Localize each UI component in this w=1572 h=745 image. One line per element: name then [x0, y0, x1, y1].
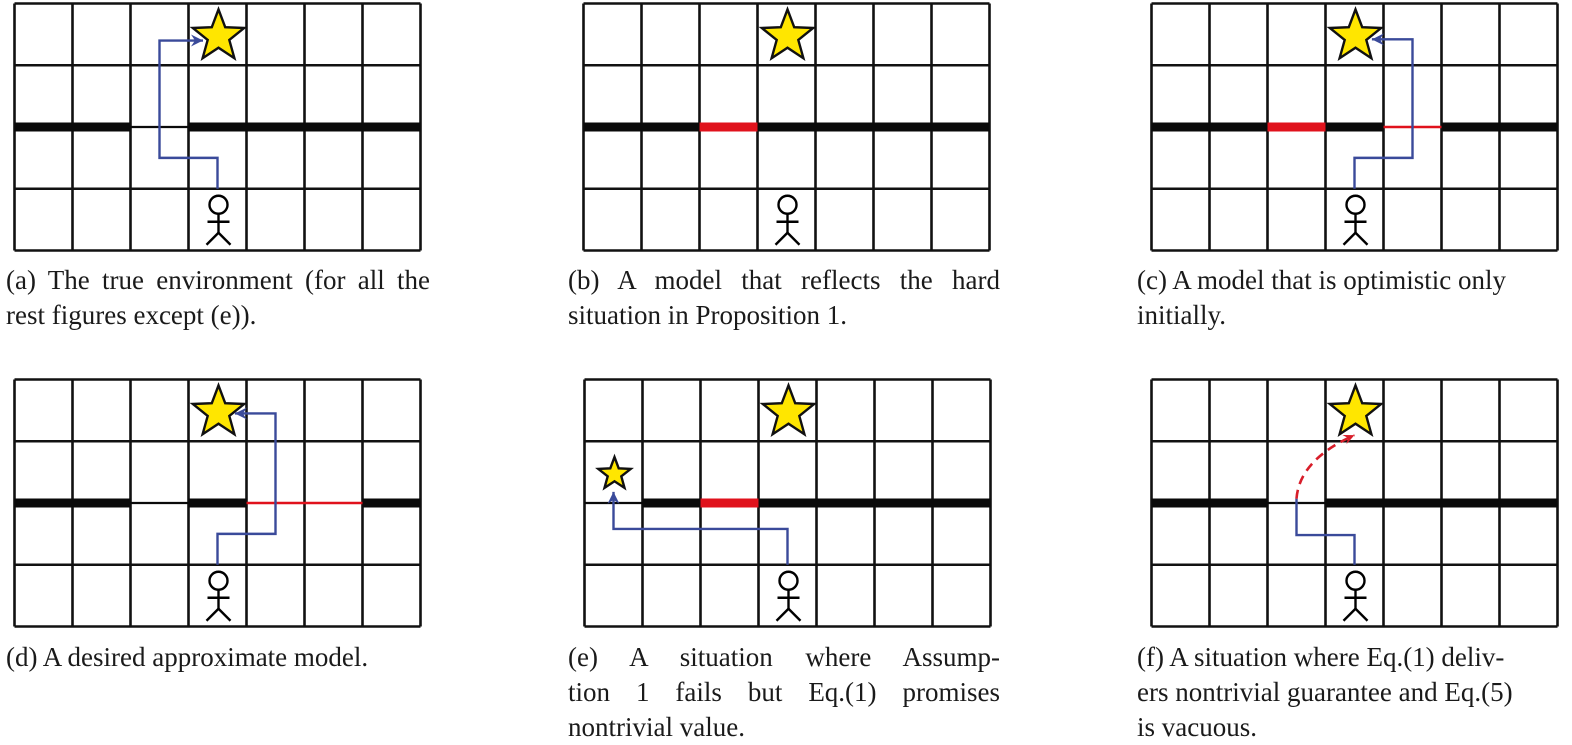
- agent-head: [1345, 570, 1366, 591]
- agent-path: [216, 412, 277, 565]
- gridworld-a: [13, 2, 422, 252]
- goal-star-icon: [759, 381, 818, 437]
- agent-stick-figure-icon: [775, 570, 802, 622]
- caption-e-line-3: nontrivial value.: [568, 712, 745, 742]
- gridworld-b: [582, 2, 991, 252]
- hypothetical-arrowhead-icon: [1342, 435, 1355, 445]
- agent-path: [158, 39, 219, 189]
- caption-f-line-3: is vacuous.: [1137, 712, 1257, 742]
- grid-a: [13, 2, 422, 252]
- agent-stick-figure-icon: [1342, 570, 1369, 622]
- grid-f: [1150, 378, 1559, 628]
- caption-b: (b) A model that reflects the hard situa…: [568, 265, 1000, 330]
- agent-legs: [205, 607, 232, 622]
- caption-e: (e) A situation where Assump- tion 1 fai…: [568, 640, 1000, 745]
- goal-star-icon: [1326, 381, 1385, 437]
- caption-f: (f) A situation where Eq.(1) deliv- ers …: [1137, 640, 1572, 745]
- caption-a: (a) The true environment (for all the re…: [6, 265, 430, 330]
- gridworld-e: [583, 378, 992, 628]
- gridworld-d: [13, 378, 422, 628]
- goal-star-icon: [189, 5, 248, 61]
- path-arrowhead-icon: [191, 34, 203, 47]
- agent-head: [1345, 194, 1366, 215]
- grid-c: [1150, 2, 1559, 252]
- hypothetical-path: [1295, 433, 1356, 499]
- agent-head: [208, 570, 229, 591]
- agent-legs: [775, 607, 802, 622]
- gridworld-c: [1150, 2, 1559, 252]
- agent-legs: [774, 231, 801, 246]
- agent-path: [612, 491, 789, 565]
- grid-b: [582, 2, 991, 252]
- caption-e-line-1: (e) A situation where Assump-: [568, 642, 1000, 672]
- grid-d: [13, 378, 422, 628]
- agent-head: [777, 194, 798, 215]
- agent-head: [778, 570, 799, 591]
- agent-path: [1353, 38, 1414, 189]
- path-arrowhead-icon: [234, 407, 247, 420]
- agent-legs: [1342, 231, 1369, 246]
- gridworld-f: [1150, 378, 1559, 628]
- goal-star-icon: [189, 381, 248, 437]
- grid-lines: [1150, 2, 1559, 252]
- caption-e-line-2: tion 1 fails but Eq.(1) promises: [568, 677, 1000, 707]
- agent-legs: [1342, 607, 1369, 622]
- agent-stick-figure-icon: [1342, 194, 1369, 246]
- decoy-star-icon: [595, 453, 634, 491]
- path-arrowhead-icon: [607, 491, 620, 504]
- agent-legs: [205, 231, 232, 246]
- caption-d: (d) A desired approximate model.: [6, 642, 369, 672]
- caption-f-line-2: ers nontrivial guarantee and Eq.(5): [1137, 677, 1513, 707]
- goal-star-icon: [1326, 5, 1385, 61]
- caption-c: (c) A model that is optimistic only init…: [1137, 265, 1506, 330]
- path-arrowhead-icon: [1371, 33, 1384, 46]
- grid-e: [583, 378, 992, 628]
- agent-stick-figure-icon: [205, 570, 232, 622]
- goal-star-icon: [758, 5, 817, 61]
- caption-f-line-1: (f) A situation where Eq.(1) deliv-: [1137, 642, 1505, 672]
- agent-stick-figure-icon: [205, 194, 232, 246]
- agent-path: [1295, 498, 1356, 565]
- agent-head: [208, 194, 229, 215]
- agent-stick-figure-icon: [774, 194, 801, 246]
